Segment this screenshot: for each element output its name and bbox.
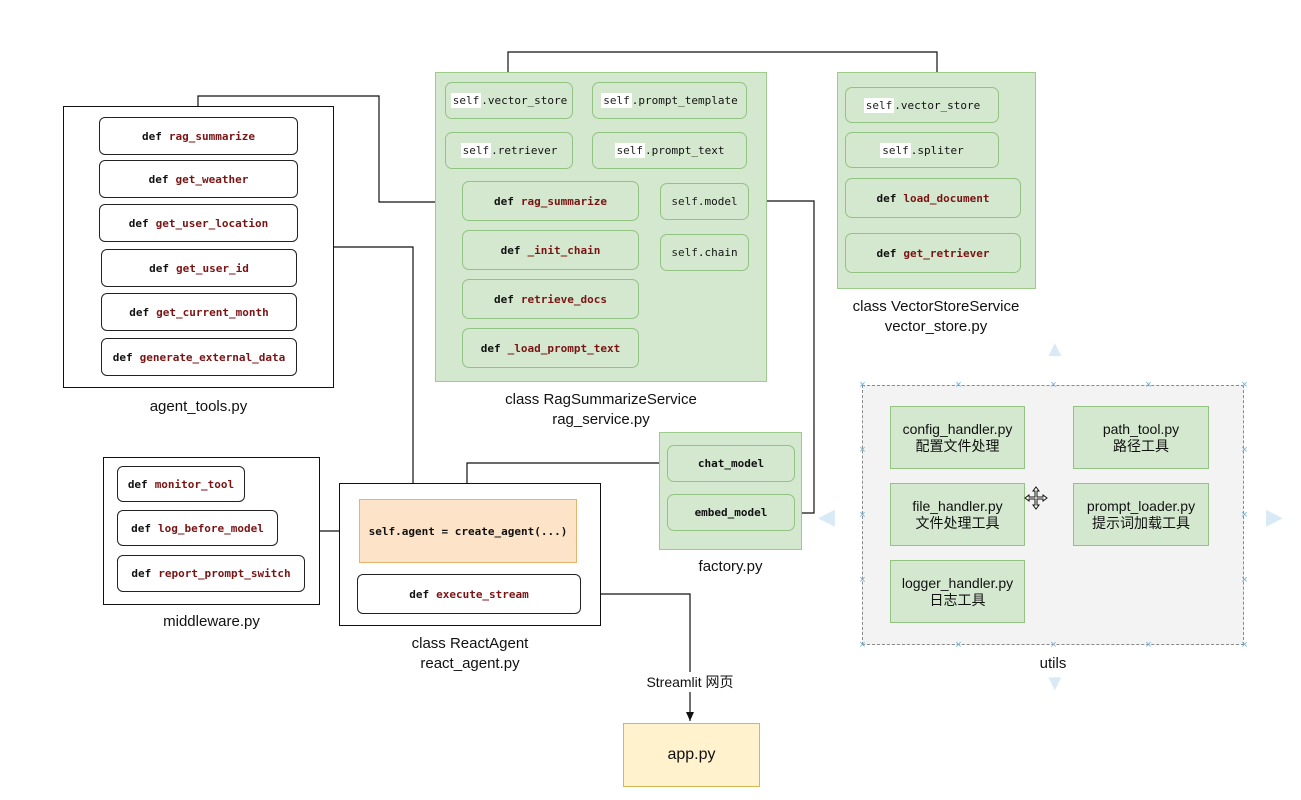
rag-attr-prompt-text[interactable]: self.prompt_text: [592, 132, 747, 169]
selection-handle[interactable]: ×: [955, 379, 962, 391]
selection-handle[interactable]: ×: [1241, 639, 1248, 651]
utils-prompt-loader-file: prompt_loader.py: [1086, 497, 1196, 514]
rag-attr-prompt-template[interactable]: self.prompt_template: [592, 82, 747, 119]
utils-prompt-loader[interactable]: prompt_loader.py 提示词加载工具: [1073, 483, 1209, 546]
arrow-down-icon[interactable]: ▼: [1044, 670, 1066, 695]
streamlit-edge-label: Streamlit 网页: [630, 672, 750, 692]
vector-store-caption: class VectorStoreService vector_store.py: [820, 297, 1052, 337]
rag-method-init-chain[interactable]: def_init_chain: [462, 230, 639, 270]
app-py-box[interactable]: app.py: [623, 723, 760, 787]
app-py-label: app.py: [667, 746, 716, 763]
edge-rag-to-tool: [194, 95, 462, 203]
utils-file-handler-desc: 文件处理工具: [915, 514, 1000, 531]
move-cursor-icon: [1024, 486, 1048, 510]
utils-path-tool[interactable]: path_tool.py 路径工具: [1073, 406, 1209, 469]
vs-attr-vector-store[interactable]: self.vector_store: [845, 87, 999, 123]
rag-attr-vector-store[interactable]: self.vector_store: [445, 82, 573, 119]
utils-config-handler-desc: 配置文件处理: [915, 437, 1000, 454]
react-agent-file-name: react_agent.py: [420, 655, 520, 672]
selection-handle[interactable]: ×: [1145, 379, 1152, 391]
agent-create-box[interactable]: self.agent = create_agent(...): [359, 499, 577, 563]
utils-config-handler[interactable]: config_handler.py 配置文件处理: [890, 406, 1025, 469]
rag-attr-model[interactable]: self.model: [660, 183, 749, 220]
rag-service-class-name: class RagSummarizeService: [505, 391, 697, 408]
rag-attr-retriever[interactable]: self.retriever: [445, 132, 573, 169]
selection-handle[interactable]: ×: [1241, 444, 1248, 456]
selection-handle[interactable]: ×: [955, 639, 962, 651]
rag-service-caption: class RagSummarizeService rag_service.py: [435, 390, 767, 430]
factory-embed-model[interactable]: embed_model: [667, 494, 795, 531]
selection-handle[interactable]: ×: [859, 509, 866, 521]
selection-handle[interactable]: ×: [859, 379, 866, 391]
selection-handle[interactable]: ×: [1050, 639, 1057, 651]
edge-embed-to-model: [750, 197, 815, 514]
rag-attr-chain[interactable]: self.chain: [660, 234, 749, 271]
rag-method-load-prompt-text[interactable]: def_load_prompt_text: [462, 328, 639, 368]
factory-caption: factory.py: [698, 558, 763, 575]
utils-caption: utils: [1039, 655, 1067, 672]
react-agent-class-name: class ReactAgent: [411, 635, 529, 652]
utils-path-tool-desc: 路径工具: [1113, 437, 1169, 454]
vector-store-file-name: vector_store.py: [884, 318, 988, 335]
utils-path-tool-file: path_tool.py: [1102, 420, 1180, 437]
utils-logger-handler[interactable]: logger_handler.py 日志工具: [890, 560, 1025, 623]
vs-attr-spliter[interactable]: self.spliter: [845, 132, 999, 168]
utils-config-handler-file: config_handler.py: [902, 420, 1013, 437]
selection-handle[interactable]: ×: [859, 639, 866, 651]
selection-handle[interactable]: ×: [859, 574, 866, 586]
selection-handle[interactable]: ×: [1241, 379, 1248, 391]
utils-prompt-loader-desc: 提示词加载工具: [1092, 514, 1190, 531]
agent-tools-caption: agent_tools.py: [149, 398, 248, 415]
vector-store-class-name: class VectorStoreService: [852, 298, 1020, 315]
arrow-right-icon[interactable]: ▶: [1266, 504, 1283, 529]
utils-file-handler-file: file_handler.py: [912, 497, 1003, 514]
arrow-left-icon[interactable]: ◀: [818, 504, 835, 529]
selection-handle[interactable]: ×: [1241, 574, 1248, 586]
utils-logger-handler-desc: 日志工具: [929, 591, 986, 608]
react-agent-caption: class ReactAgent react_agent.py: [339, 634, 601, 674]
agent-create-line: self.agent = create_agent(...): [368, 524, 568, 538]
factory-chat-model[interactable]: chat_model: [667, 445, 795, 482]
middleware-caption: middleware.py: [163, 613, 260, 630]
edge-vectorstore-to-rag: [504, 51, 938, 81]
utils-file-handler[interactable]: file_handler.py 文件处理工具: [890, 483, 1025, 546]
selection-handle[interactable]: ×: [1050, 379, 1057, 391]
selection-handle[interactable]: ×: [859, 444, 866, 456]
edge-tools-to-agent: [333, 246, 417, 497]
utils-logger-handler-file: logger_handler.py: [901, 574, 1014, 591]
rag-service-file-name: rag_service.py: [552, 411, 650, 428]
arrow-up-icon[interactable]: ▲: [1044, 336, 1066, 361]
selection-handle[interactable]: ×: [1241, 509, 1248, 521]
selection-handle[interactable]: ×: [1145, 639, 1152, 651]
